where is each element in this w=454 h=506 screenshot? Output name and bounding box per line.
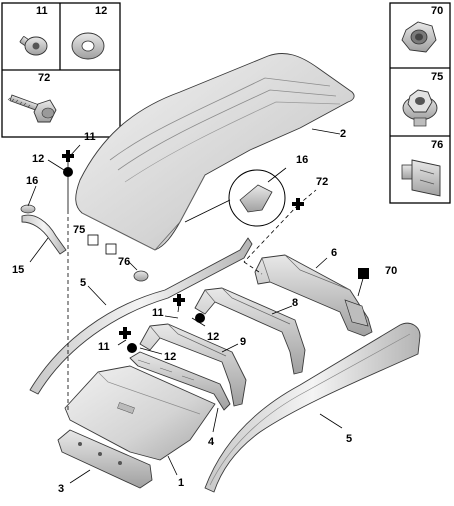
callout-76: 76 — [118, 256, 130, 268]
connector-76-part — [133, 270, 149, 282]
callout-5-upper: 5 — [80, 277, 86, 289]
callout-2: 2 — [340, 128, 346, 140]
callout-11-low: 11 — [98, 341, 110, 353]
callout-labels: 11 12 72 70 75 76 11 12 16 15 2 16 72 75… — [12, 5, 443, 495]
callout-9: 9 — [240, 336, 246, 348]
inner-panel-1-part — [64, 365, 216, 461]
flange-nut-icon — [402, 89, 438, 127]
legend-box-left — [1, 2, 121, 138]
plus-marker-72 — [292, 198, 304, 210]
callout-11-top: 11 — [84, 131, 96, 143]
legend-box-right — [389, 2, 451, 204]
callout-8: 8 — [292, 297, 298, 309]
screw-icon — [19, 36, 48, 56]
bow-9-part — [139, 323, 247, 407]
side-strip-5-upper-part — [29, 237, 253, 395]
square-marker-70 — [358, 268, 369, 279]
callout-15: 15 — [12, 264, 24, 276]
dot-marker-12-top — [63, 167, 73, 177]
legend-label-75: 75 — [431, 71, 443, 83]
cross-member-4-part — [129, 351, 231, 411]
clip-positions — [87, 234, 117, 255]
plus-marker-11-top — [62, 150, 74, 162]
legend-label-72: 72 — [38, 72, 50, 84]
callout-6: 6 — [331, 247, 337, 259]
leader-lines — [27, 128, 365, 484]
callout-75: 75 — [73, 224, 85, 236]
callout-12-low: 12 — [164, 351, 176, 363]
legend-label-76: 76 — [431, 139, 443, 151]
legend-label-12: 12 — [95, 5, 107, 17]
roof-panel-part — [75, 53, 355, 251]
callout-11-mid: 11 — [152, 307, 164, 319]
bolt-icon — [7, 94, 57, 123]
legend-label-11: 11 — [36, 5, 48, 17]
callout-16-left: 16 — [26, 175, 38, 187]
callout-16-detail: 16 — [296, 154, 308, 166]
fastener-markers — [62, 150, 369, 353]
side-strip-5-lower-part — [204, 322, 421, 493]
callout-70: 70 — [385, 265, 397, 277]
callout-1: 1 — [178, 477, 184, 489]
hex-nut-icon — [401, 21, 437, 53]
washer-icon — [71, 32, 105, 60]
callout-12-top: 12 — [32, 153, 44, 165]
bow-8-part — [194, 287, 306, 375]
plus-marker-11-low — [119, 327, 131, 339]
callout-5-lower: 5 — [346, 433, 352, 445]
callout-4: 4 — [208, 436, 215, 448]
rail-15-part — [21, 214, 67, 255]
grommet-16-part — [20, 204, 36, 214]
dot-marker-12-mid — [195, 313, 205, 323]
clip-icon — [401, 159, 441, 197]
plus-marker-11-mid — [173, 294, 185, 306]
callout-3: 3 — [58, 483, 64, 495]
front-crossmember-3-part — [57, 429, 153, 489]
callout-12-mid: 12 — [207, 331, 219, 343]
detail-16-circle — [228, 169, 286, 227]
callout-72: 72 — [316, 176, 328, 188]
legend-label-70: 70 — [431, 5, 443, 17]
rear-bow-6-part — [254, 254, 373, 337]
dot-marker-12-low — [127, 343, 137, 353]
